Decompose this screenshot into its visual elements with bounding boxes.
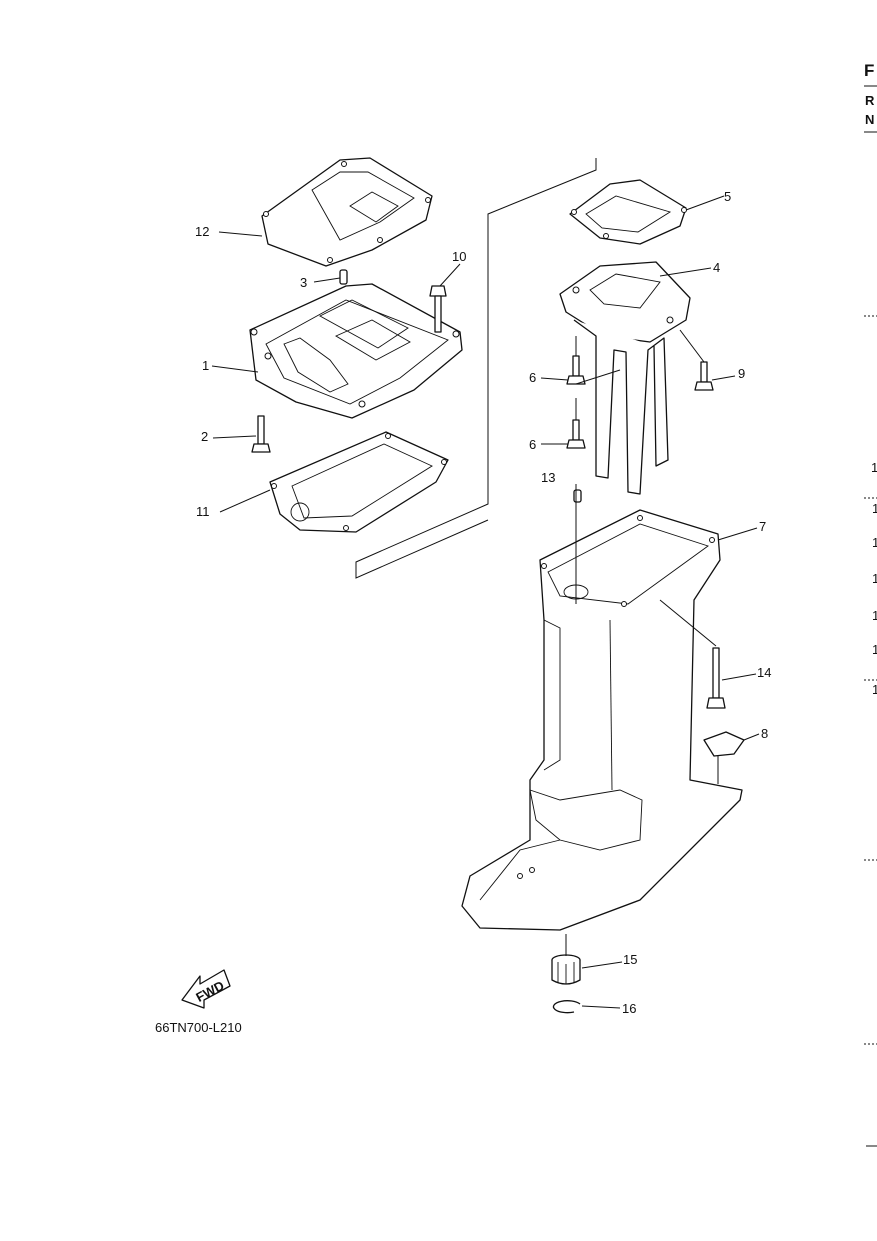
cap-8	[703, 731, 745, 757]
callouts: 12 1 2 3 10 11 5 4 6 6 9 13 7 14 8 15 16	[195, 189, 771, 1016]
bolt-2	[251, 415, 271, 453]
bolt-6-lower	[566, 419, 586, 449]
gasket-12	[261, 157, 433, 267]
callout-1: 1	[202, 358, 209, 373]
bolt-14	[706, 647, 726, 709]
pin-13	[573, 489, 582, 503]
bolt-10	[429, 285, 447, 333]
edge-row-4: 1	[872, 571, 877, 586]
upper-plate-1	[249, 283, 463, 419]
bolt-9	[694, 361, 714, 391]
edge-row-7: 1	[872, 682, 877, 697]
callout-5: 5	[724, 189, 731, 204]
gasket-5	[569, 179, 687, 245]
callout-15: 15	[623, 952, 637, 967]
exhaust-guide-4	[559, 261, 691, 495]
edge-row-2: 1	[872, 501, 877, 516]
callout-16: 16	[622, 1001, 636, 1016]
callout-6-lower: 6	[529, 437, 536, 452]
callout-7: 7	[759, 519, 766, 534]
leader-lines	[211, 195, 760, 1009]
callout-9: 9	[738, 366, 745, 381]
edge-row-3: 1	[872, 535, 877, 550]
edge-row-6: 1	[872, 642, 877, 657]
rubber-mount-15	[551, 954, 581, 985]
callout-6-upper: 6	[529, 370, 536, 385]
callout-11: 11	[196, 504, 210, 519]
bolt-6-upper	[566, 355, 586, 385]
callout-3: 3	[300, 275, 307, 290]
figure-code: 66TN700-L210	[155, 1020, 242, 1035]
callout-4: 4	[713, 260, 720, 275]
edge-header-n: N	[865, 112, 874, 127]
callout-2: 2	[201, 429, 208, 444]
gasket-11	[269, 431, 449, 533]
right-edge-column: F R N 1 1 1 1 1 1 1	[864, 61, 877, 1147]
edge-row-5: 1	[872, 608, 877, 623]
callout-12: 12	[195, 224, 209, 239]
section-bracket	[355, 158, 597, 579]
dowel-pin-3	[339, 269, 348, 285]
fwd-arrow-icon: FWD	[181, 969, 231, 1009]
edge-header-r: R	[865, 93, 875, 108]
callout-14: 14	[757, 665, 771, 680]
callout-13: 13	[541, 470, 555, 485]
callout-8: 8	[761, 726, 768, 741]
callout-10: 10	[452, 249, 466, 264]
edge-row-1: 1	[871, 460, 877, 475]
circlip-16	[552, 1000, 581, 1014]
upper-casing-7	[461, 509, 743, 931]
edge-header-f: F	[864, 61, 874, 80]
